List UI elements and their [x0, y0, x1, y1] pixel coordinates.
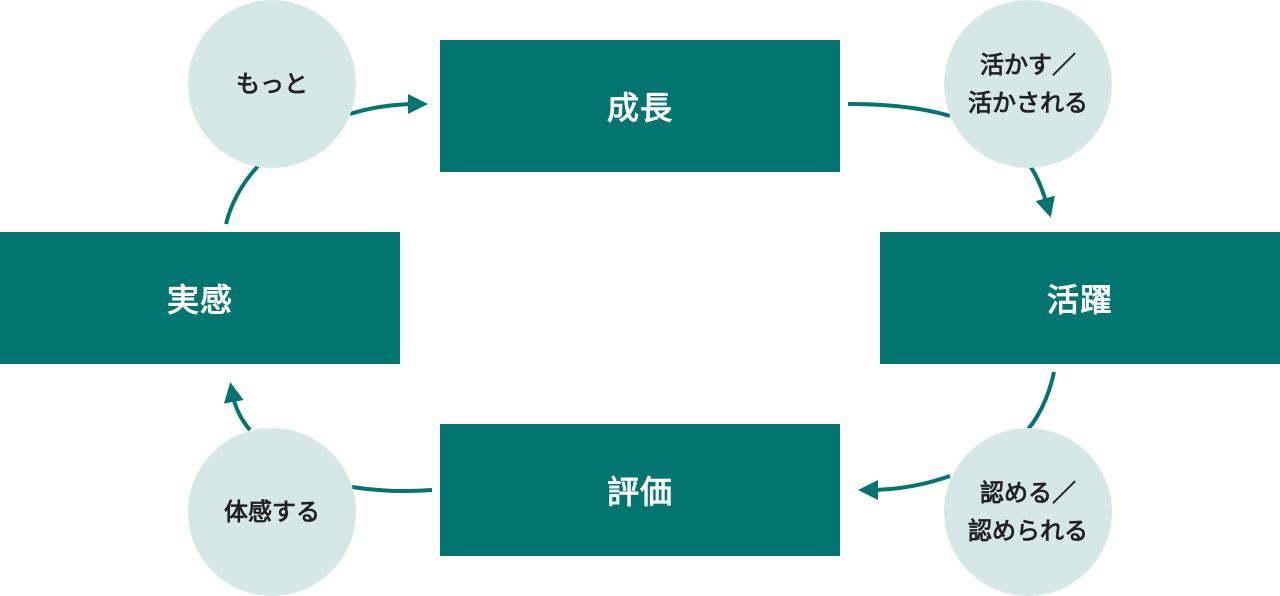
- circle-utilize: 活かす／ 活かされる: [944, 0, 1112, 168]
- arrow-evaluation-to-experience: [351, 485, 433, 493]
- circle-recognize-line-1: 認める／: [980, 478, 1076, 507]
- circle-more: もっと: [188, 0, 356, 168]
- circle-utilize-line-1: 活かす／: [980, 50, 1076, 79]
- box-realization-label: 実感: [166, 281, 233, 319]
- box-realization: 実感: [0, 232, 400, 364]
- box-activity-label: 活躍: [1046, 281, 1113, 319]
- box-growth: 成長: [440, 40, 840, 172]
- circle-utilize-line-2: 活かされる: [968, 89, 1088, 117]
- arrow-experience-to-realization: [223, 382, 252, 432]
- arrow-utilize-to-activity: [1028, 164, 1055, 218]
- box-evaluation-label: 評価: [606, 473, 673, 511]
- arrow-recognize-to-evaluation: [858, 474, 951, 500]
- arrow-more-to-growth: [349, 94, 428, 116]
- box-evaluation: 評価: [440, 424, 840, 556]
- circle-experience: 体感する: [188, 428, 356, 596]
- circle-recognize: 認める／ 認められる: [944, 428, 1112, 596]
- arrow-growth-to-utilize: [847, 102, 951, 118]
- circle-more-line-1: もっと: [236, 69, 308, 98]
- arrow-realization-to-more: [224, 164, 260, 225]
- box-growth-label: 成長: [606, 89, 673, 127]
- circle-experience-line-1: 体感する: [224, 497, 320, 526]
- circle-recognize-line-2: 認められる: [968, 517, 1088, 545]
- box-activity: 活躍: [880, 232, 1280, 364]
